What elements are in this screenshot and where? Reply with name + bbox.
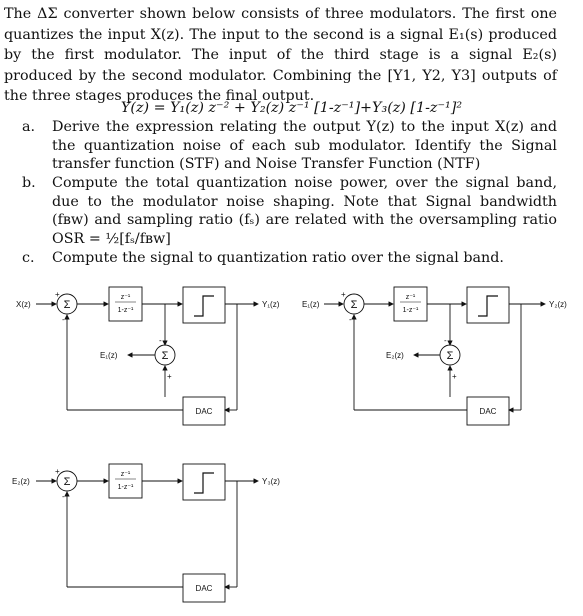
sigma-symbol: Σ xyxy=(64,476,71,488)
integrator-denominator: 1-z⁻¹ xyxy=(118,307,134,314)
stage-2-output-label: Y₂(z) xyxy=(549,300,567,309)
stage-2-dac xyxy=(466,396,510,426)
sigma-symbol: Σ xyxy=(64,299,71,311)
output-equation: Y(z) = Y₁(z) z⁻² + Y₂(z) z⁻¹ [1-z⁻¹]+Y₃(… xyxy=(120,100,463,116)
minus-sign: - xyxy=(349,315,352,324)
dac-label: DAC xyxy=(196,407,213,416)
stage-3-input-label: E₂(z) xyxy=(12,477,30,486)
question-label: c. xyxy=(22,250,35,266)
sigma-symbol: Σ xyxy=(162,350,169,362)
dac-label: DAC xyxy=(196,584,213,593)
plus-sign: + xyxy=(341,290,346,299)
stage-3-output-label: Y₃(z) xyxy=(262,477,280,486)
stage-1-input-label: X(z) xyxy=(16,300,31,309)
sigma-symbol: Σ xyxy=(351,299,358,311)
question-b: b. Compute the total quantization noise … xyxy=(22,174,557,248)
sigma-symbol: Σ xyxy=(447,350,454,362)
stage-2-input-label: E₁(z) xyxy=(302,300,320,309)
integrator-numerator: z⁻¹ xyxy=(121,294,131,301)
dac-label: DAC xyxy=(480,407,497,416)
integrator-numerator: z⁻¹ xyxy=(121,471,131,478)
integrator-denominator: 1-z⁻¹ xyxy=(118,484,134,491)
stage-2-error-label: E₂(z) xyxy=(386,351,404,360)
plus-sign: + xyxy=(55,467,60,476)
stage-1-output-label: Y₁(z) xyxy=(262,300,280,309)
stage-1-integrator xyxy=(108,286,143,322)
minus-sign: - xyxy=(444,336,447,345)
stage-2-modulator: E₁(z) Σ + - z⁻¹ 1-z⁻¹ Y₂(z) DAC Σ - + E₂… xyxy=(302,286,567,426)
minus-sign: - xyxy=(62,315,65,324)
modulator-block-diagram: X(z) Σ + - z⁻¹ 1-z⁻¹ Y₁(z) DAC Σ - + E₁(… xyxy=(12,286,567,603)
plus-sign: + xyxy=(167,372,172,381)
integrator-numerator: z⁻¹ xyxy=(406,294,416,301)
question-text: Compute the signal to quantization ratio… xyxy=(52,250,504,266)
minus-sign: - xyxy=(62,492,65,501)
stage-1-quantizer xyxy=(182,286,226,324)
question-a: a. Derive the expression relating the ou… xyxy=(22,118,557,174)
plus-sign: + xyxy=(55,290,60,299)
question-label: b. xyxy=(22,175,36,191)
question-label: a. xyxy=(22,119,36,135)
stage-3-dac xyxy=(182,573,226,603)
stage-3-modulator: E₂(z) Σ + - z⁻¹ 1-z⁻¹ Y₃(z) DAC xyxy=(12,463,280,603)
stage-2-quantizer xyxy=(466,286,510,324)
plus-sign: + xyxy=(452,372,457,381)
integrator-denominator: 1-z⁻¹ xyxy=(403,307,419,314)
stage-3-quantizer xyxy=(182,463,226,501)
stage-2-integrator xyxy=(393,286,428,322)
question-text: Compute the total quantization noise pow… xyxy=(52,175,557,247)
minus-sign: - xyxy=(159,336,162,345)
stage-3-integrator xyxy=(108,463,143,499)
stage-1-dac xyxy=(182,396,226,426)
stage-1-error-label: E₁(z) xyxy=(100,351,118,360)
question-text: Derive the expression relating the outpu… xyxy=(52,119,557,173)
problem-intro: The ΔΣ converter shown below consists of… xyxy=(4,6,557,105)
question-c: c. Compute the signal to quantization ra… xyxy=(22,249,557,268)
stage-1-modulator: X(z) Σ + - z⁻¹ 1-z⁻¹ Y₁(z) DAC Σ - + E₁(… xyxy=(16,286,280,426)
